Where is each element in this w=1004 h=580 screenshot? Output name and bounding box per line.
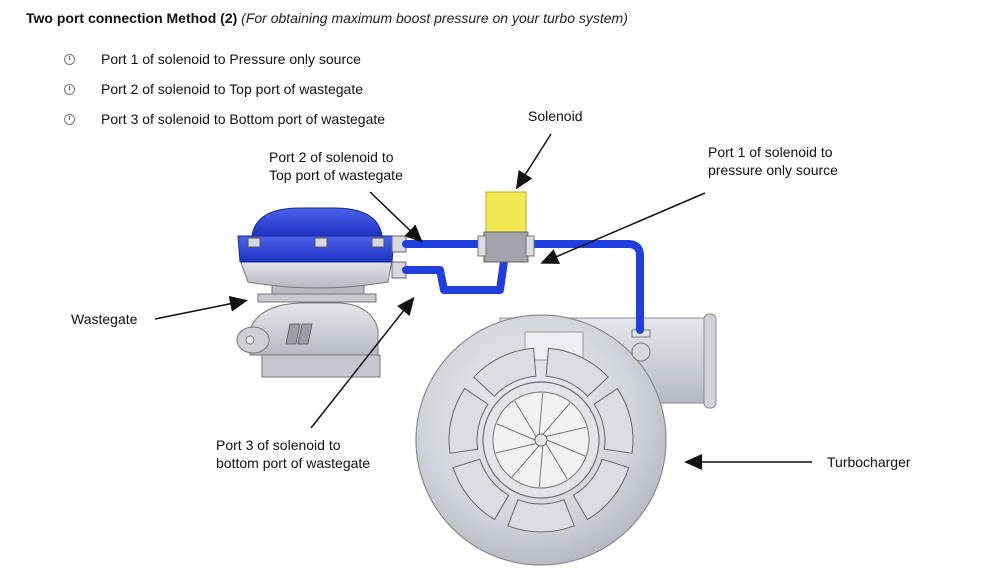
compressor-blades — [495, 392, 587, 488]
clock-bullet-icon — [64, 113, 75, 125]
callout-port3-line1: Port 3 of solenoid to — [216, 437, 341, 453]
arrow-port1 — [540, 192, 706, 264]
inlet-vane — [448, 387, 489, 454]
heading-bold: Two port connection Method (2) — [26, 10, 238, 26]
boost-nipple — [631, 342, 651, 362]
callout-port2-line1: Port 2 of solenoid to — [269, 149, 394, 165]
solenoid-coil — [485, 191, 527, 233]
arrow-port3 — [310, 296, 415, 429]
compressor-blade — [545, 443, 568, 480]
compressor-blade — [496, 423, 536, 441]
solenoid — [477, 191, 535, 263]
connection-steps: Port 1 of solenoid to Pressure only sour… — [62, 44, 385, 134]
section-heading: Two port connection Method (2) (For obta… — [26, 10, 628, 26]
cap-bolt — [314, 237, 328, 248]
arrow-solenoid — [515, 133, 552, 190]
callout-solenoid: Solenoid — [528, 108, 583, 124]
solenoid-fitting — [525, 235, 535, 257]
wastegate-bolt-hole — [245, 335, 255, 345]
solenoid-valve-body — [483, 231, 529, 263]
wastegate-lower-housing — [239, 259, 393, 289]
heading-italic: (For obtaining maximum boost pressure on… — [241, 10, 628, 26]
wastegate-cap-top — [251, 207, 383, 237]
wastegate — [236, 207, 407, 378]
inlet-vanes — [448, 347, 634, 533]
wastegate-base-flange — [261, 354, 381, 378]
inlet-vane — [507, 499, 575, 533]
cap-bolt — [247, 237, 261, 248]
compressor-blade — [538, 445, 544, 488]
solenoid-fitting — [477, 235, 487, 257]
callout-port1-line2: pressure only source — [708, 162, 838, 178]
clock-bullet-icon — [64, 83, 75, 95]
compressor-blade — [511, 445, 540, 478]
vacuum-hoses — [402, 240, 644, 334]
compressor-blade — [542, 402, 571, 435]
hose-port3 — [402, 250, 509, 294]
inlet-vane — [545, 347, 609, 397]
step-item: Port 3 of solenoid to Bottom port of was… — [62, 104, 385, 134]
step-item: Port 1 of solenoid to Pressure only sour… — [62, 44, 385, 74]
arrow-wastegate — [154, 295, 248, 320]
cap-bolt — [371, 237, 385, 248]
callout-port3-line2: bottom port of wastegate — [216, 455, 371, 471]
callout-turbocharger: Turbocharger — [827, 454, 911, 470]
wastegate-flange-top — [257, 293, 377, 303]
callout-port1-line1: Port 1 of solenoid to — [708, 144, 833, 160]
step-text: Port 1 of solenoid to Pressure only sour… — [101, 51, 361, 67]
turbosmart-logo — [285, 323, 313, 345]
compressor-blade — [514, 400, 537, 437]
turbocharger — [415, 313, 717, 566]
step-item: Port 2 of solenoid to Top port of wasteg… — [62, 74, 385, 104]
inlet-vane — [593, 387, 634, 454]
wastegate-body — [249, 302, 379, 356]
inlet-vane — [452, 458, 510, 521]
step-text: Port 3 of solenoid to Bottom port of was… — [101, 111, 386, 127]
compressor-blade — [538, 392, 544, 435]
wheel-nut — [534, 433, 548, 447]
compressor-blade — [546, 439, 586, 457]
callout-port2-line2: Top port of wastegate — [269, 167, 403, 183]
compressor-blade — [495, 443, 537, 454]
inlet-vane — [572, 458, 630, 521]
compressor-blade — [545, 426, 587, 437]
outlet-flange — [703, 313, 717, 409]
hose-port1 — [526, 240, 644, 334]
callout-arrows — [154, 133, 812, 470]
clock-bullet-icon — [64, 53, 75, 65]
step-text: Port 2 of solenoid to Top port of wasteg… — [101, 81, 364, 97]
callout-wastegate: Wastegate — [71, 311, 138, 327]
inlet-vane — [473, 347, 537, 397]
arrow-port2 — [369, 191, 423, 243]
